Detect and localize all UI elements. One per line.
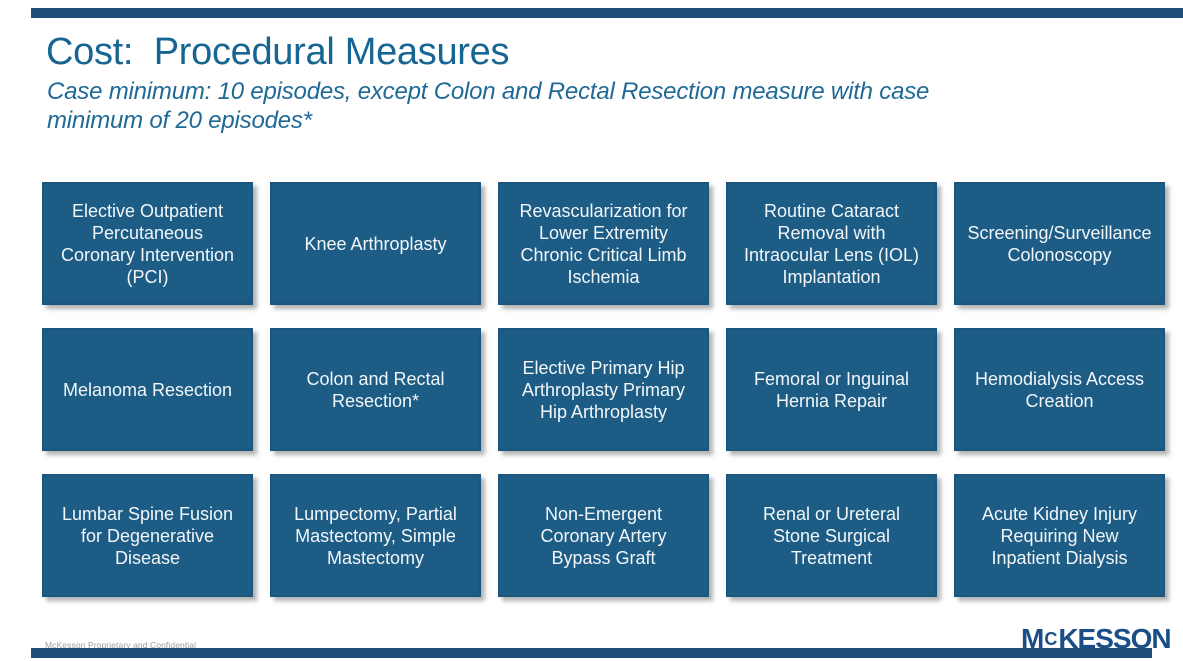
measure-box-coronary-bypass-graft: Non-Emergent Coronary Artery Bypass Graf…: [498, 474, 709, 597]
measure-box-renal-stone-treatment: Renal or Ureteral Stone Surgical Treatme…: [726, 474, 937, 597]
subtitle-line-1: Case minimum: 10 episodes, except Colon …: [47, 78, 930, 105]
bottom-accent-bar: [31, 648, 1152, 658]
page-title: Cost: Procedural Measures: [46, 31, 510, 73]
measure-box-knee-arthroplasty: Knee Arthroplasty: [270, 182, 481, 305]
mckesson-logo: M C KESSON: [1021, 623, 1172, 654]
measure-box-lumpectomy-mastectomy: Lumpectomy, Partial Mastectomy, Simple M…: [270, 474, 481, 597]
subtitle: Case minimum: 10 episodes, except Colon …: [47, 77, 929, 135]
measure-box-elective-outpatient-pci: Elective Outpatient Percutaneous Coronar…: [42, 182, 253, 305]
measure-box-revascularization: Revascularization for Lower Extremity Ch…: [498, 182, 709, 305]
measure-box-melanoma-resection: Melanoma Resection: [42, 328, 253, 451]
subtitle-line-2: minimum of 20 episodes*: [47, 107, 312, 134]
measure-box-hemodialysis-access: Hemodialysis Access Creation: [954, 328, 1165, 451]
measure-box-acute-kidney-injury: Acute Kidney Injury Requiring New Inpati…: [954, 474, 1165, 597]
measure-box-lumbar-spine-fusion: Lumbar Spine Fusion for Degenerative Dis…: [42, 474, 253, 597]
measure-box-cataract-removal: Routine Cataract Removal with Intraocula…: [726, 182, 937, 305]
mckesson-logo-small-c: C: [1044, 629, 1058, 649]
measures-grid: Elective Outpatient Percutaneous Coronar…: [42, 182, 1165, 597]
footer-confidential-note: McKesson Proprietary and Confidential: [45, 640, 197, 650]
mckesson-logo-kesson: KESSON: [1058, 623, 1171, 654]
top-accent-bar: [31, 8, 1183, 18]
mckesson-logo-m: M: [1021, 623, 1044, 654]
measure-box-hernia-repair: Femoral or Inguinal Hernia Repair: [726, 328, 937, 451]
measure-box-screening-colonoscopy: Screening/Surveillance Colonoscopy: [954, 182, 1165, 305]
measure-box-hip-arthroplasty: Elective Primary Hip Arthroplasty Primar…: [498, 328, 709, 451]
measure-box-colon-rectal-resection: Colon and Rectal Resection*: [270, 328, 481, 451]
